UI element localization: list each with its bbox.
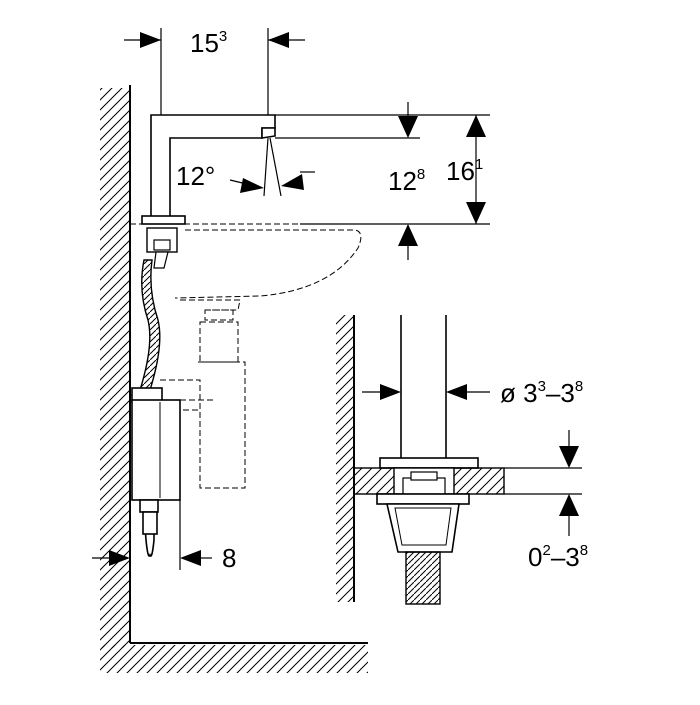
- spout-reach-label: 153: [190, 28, 227, 58]
- detail-mounting-nut: [376, 493, 470, 553]
- detail-pipe: [379, 315, 479, 469]
- dim-pipe-diameter: [362, 384, 490, 400]
- total-height-label: 161: [446, 156, 483, 186]
- floor: [100, 642, 368, 673]
- spout-height-label: 128: [388, 166, 425, 196]
- dim-spray-angle: [229, 171, 315, 193]
- dim-wall-gap: [92, 500, 212, 570]
- dim-spout-reach: [124, 28, 305, 115]
- dim-deck-thickness: [504, 430, 582, 536]
- dim-total-height: [275, 114, 490, 224]
- spray-angle-label: 12°: [176, 161, 215, 191]
- supply-hose: [139, 227, 178, 391]
- pipe-diameter-label: ø 33–38: [500, 378, 583, 408]
- detail-wall: [336, 315, 355, 602]
- spray-cone: [263, 137, 282, 197]
- control-box: [131, 387, 181, 557]
- faucet: [141, 114, 276, 225]
- detail-hose: [405, 551, 441, 605]
- detail-deck: [353, 467, 505, 495]
- deck-thickness-label: 02–38: [528, 542, 588, 572]
- dim-spout-height: [275, 102, 490, 260]
- wall-gap-label: 8: [222, 543, 236, 573]
